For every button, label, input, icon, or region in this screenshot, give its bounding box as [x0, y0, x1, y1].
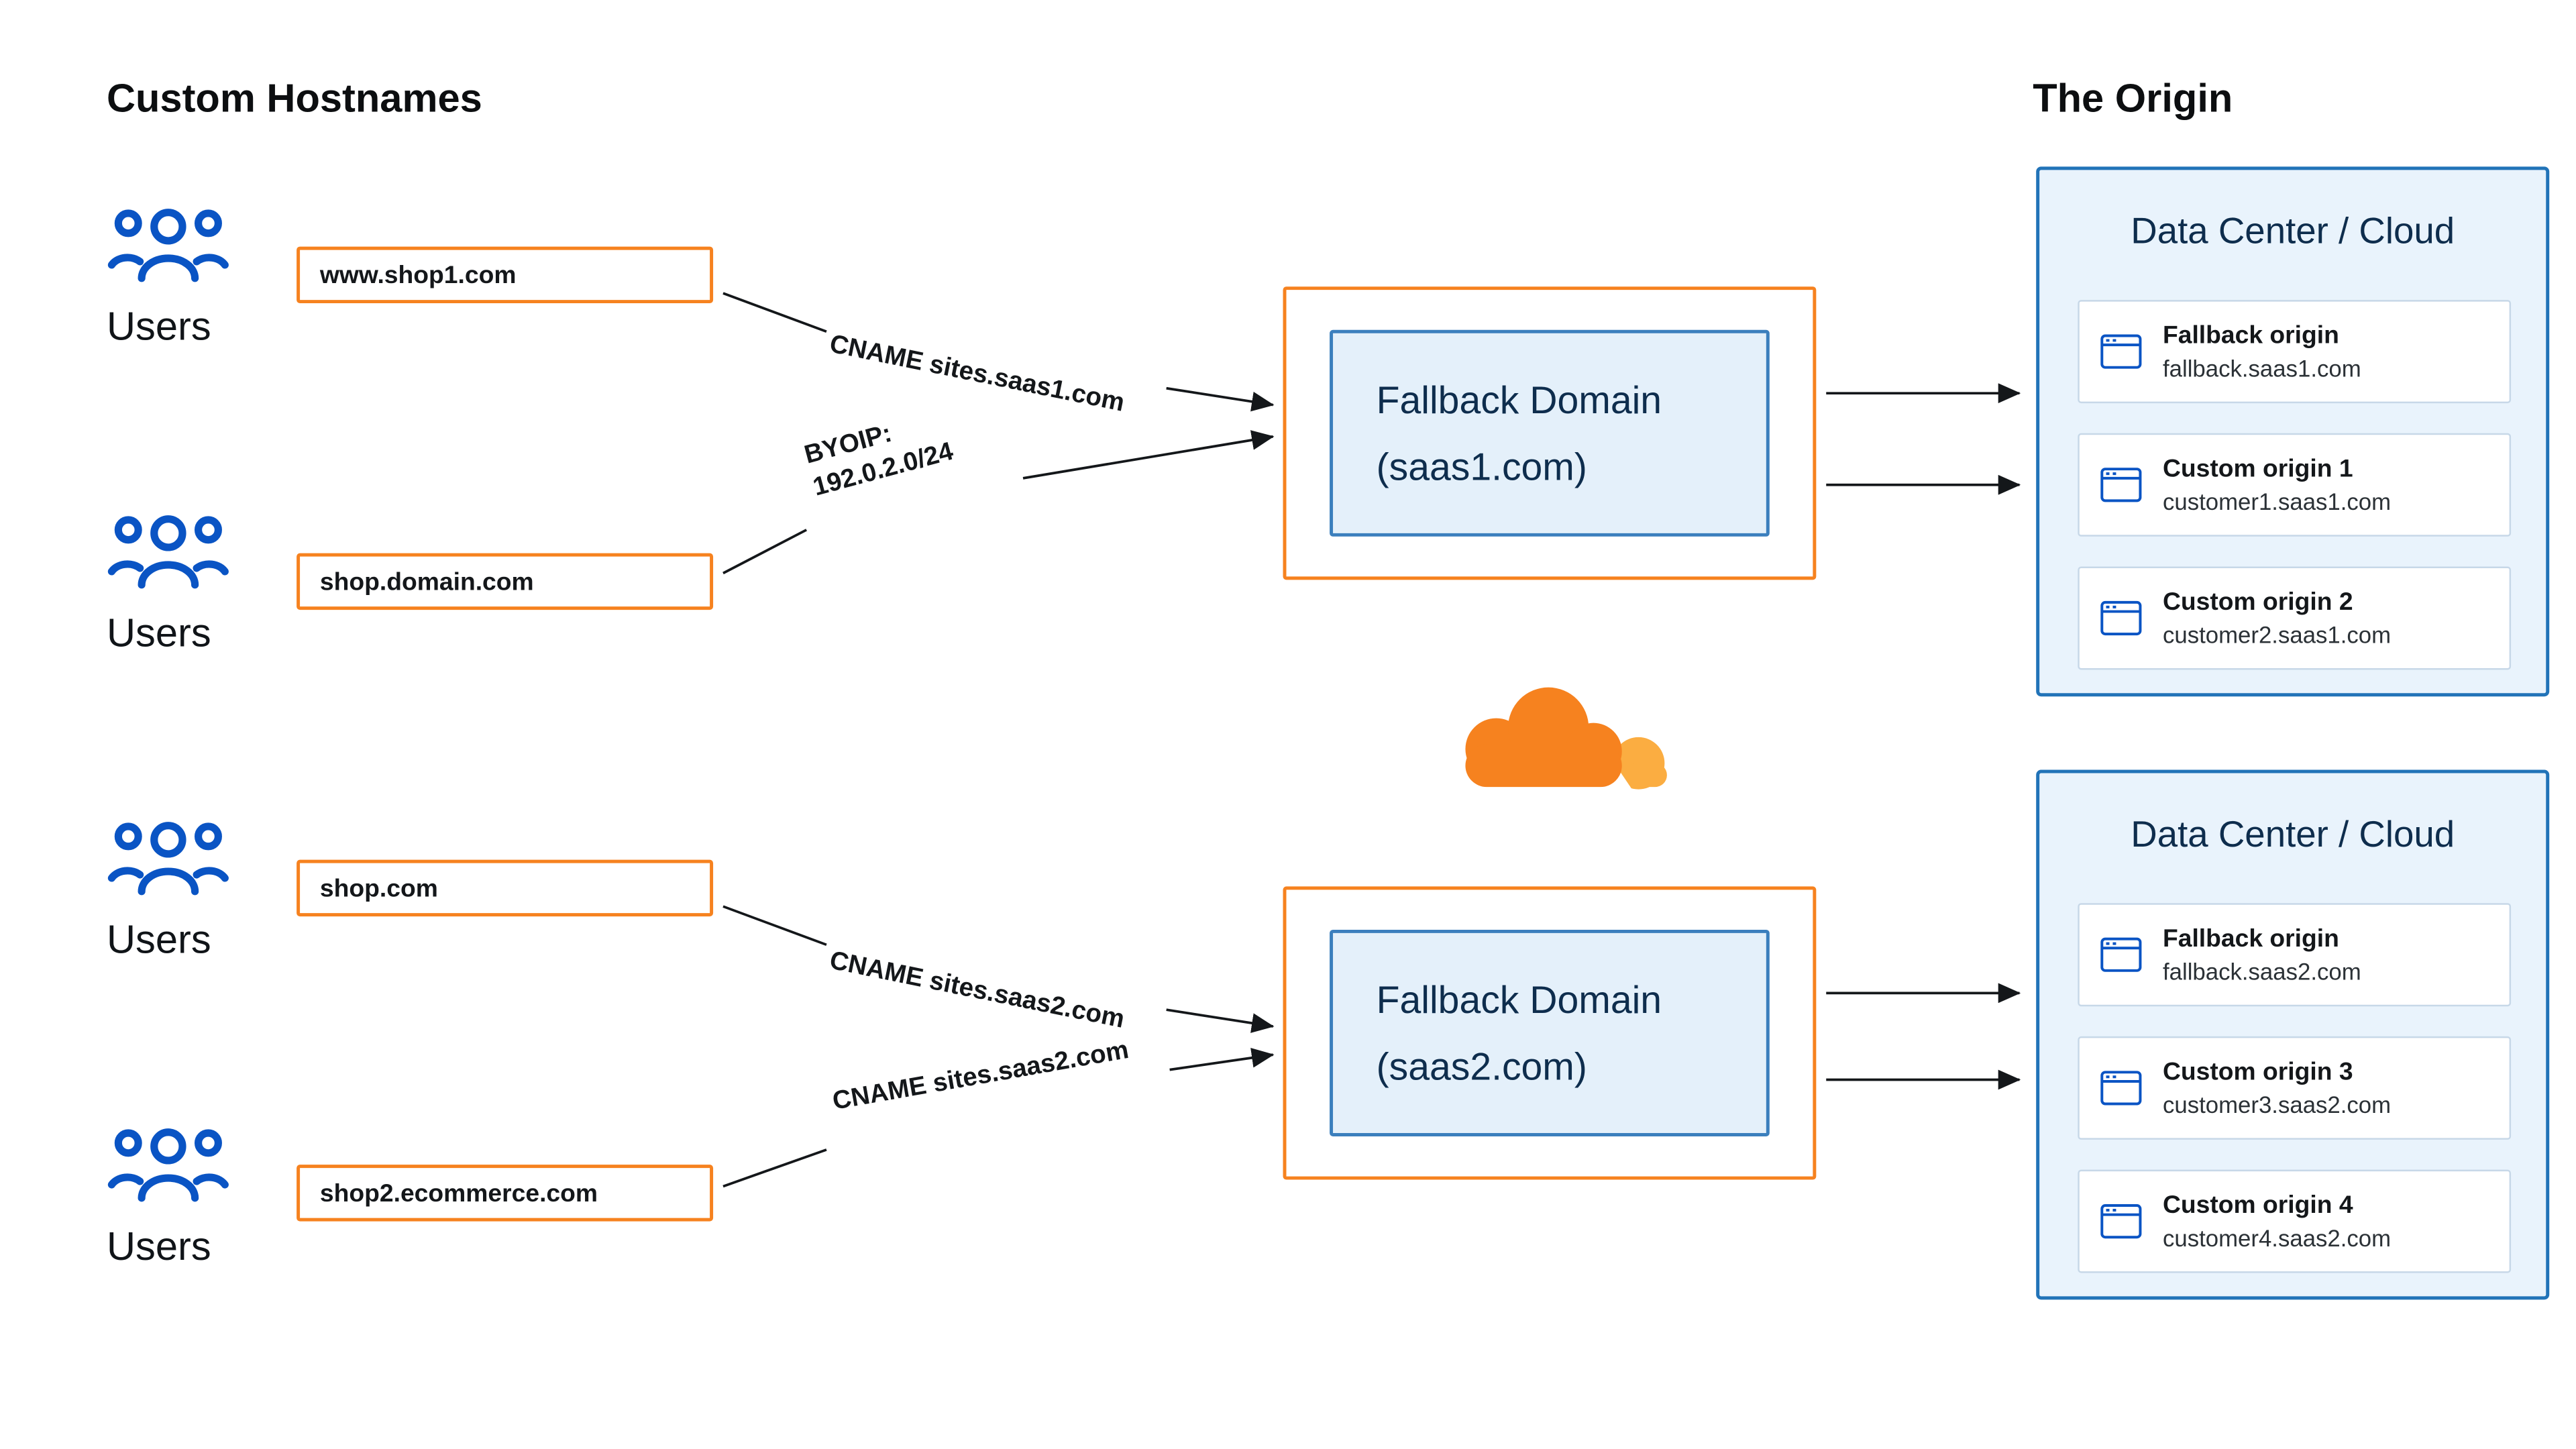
users-icon [107, 822, 229, 896]
fallback-domain-saas1-line2: (saas1.com) [1376, 445, 1587, 488]
data-center-2-title: Data Center / Cloud [2131, 813, 2455, 855]
origin-card-text: Custom origin 1 customer1.saas1.com [2163, 455, 2391, 515]
browser-window-icon [2100, 1204, 2142, 1239]
origin-name: Custom origin 3 [2162, 1058, 2353, 1087]
fallback-domain-saas1-inner: Fallback Domain (saas1.com) [1330, 329, 1770, 537]
arrow-label-to-fallback2-bottom [1169, 1048, 1275, 1071]
origin-card-custom-origin-3: Custom origin 3 customer3.saas2.com [2078, 1036, 2512, 1140]
the-origin-title: The Origin [2033, 76, 2233, 122]
arrow-shopcom-to-label [722, 905, 827, 947]
origin-card-custom-origin-2: Custom origin 2 customer2.saas1.com [2078, 566, 2512, 670]
data-center-1-title: Data Center / Cloud [2131, 209, 2455, 252]
origin-host: customer4.saas2.com [2162, 1224, 2392, 1252]
custom-hostnames-title: Custom Hostnames [106, 76, 482, 122]
fallback-domain-saas2-inner: Fallback Domain (saas2.com) [1330, 929, 1770, 1136]
origin-host: fallback.saas1.com [2162, 355, 2361, 382]
users-icon [107, 1128, 229, 1202]
arrow-label-to-fallback2-top [1166, 1008, 1275, 1033]
origin-card-text: Custom origin 2 customer2.saas1.com [2163, 588, 2391, 648]
origin-host: customer1.saas1.com [2162, 488, 2392, 515]
users-label: Users [106, 611, 211, 657]
origin-name: Custom origin 2 [2162, 588, 2353, 617]
hostname-box-shop2-ecommerce: shop2.ecommerce.com [297, 1165, 714, 1222]
fallback-domain-saas1-line1: Fallback Domain [1376, 378, 1662, 422]
users-icon [107, 209, 229, 282]
origin-host: customer3.saas2.com [2162, 1091, 2392, 1118]
origin-card-custom-origin-4: Custom origin 4 customer4.saas2.com [2078, 1169, 2512, 1273]
origin-card-text: Fallback origin fallback.saas1.com [2163, 321, 2361, 381]
arrow-shop2-to-label [722, 1148, 827, 1188]
origin-card-text: Custom origin 3 customer3.saas2.com [2163, 1058, 2391, 1118]
origin-name: Custom origin 4 [2162, 1191, 2353, 1220]
byoip-label: BYOIP: 192.0.2.0/24 [801, 404, 957, 505]
origin-name: Custom origin 1 [2162, 455, 2353, 484]
origin-host: fallback.saas2.com [2162, 958, 2361, 985]
users-group-2: Users [107, 510, 307, 658]
origin-host: customer2.saas1.com [2162, 621, 2392, 649]
hostname-box-shop-com: shop.com [297, 859, 714, 917]
browser-window-icon [2100, 334, 2142, 369]
arrow-label-to-fallback1-top [1166, 386, 1275, 412]
cname-saas2-top-label: CNAME sites.saas2.com [826, 947, 1127, 1034]
hostname-box-shop-domain: shop.domain.com [297, 553, 714, 610]
origin-card-text: Fallback origin fallback.saas2.com [2163, 925, 2361, 985]
users-icon [107, 515, 229, 589]
users-label: Users [106, 918, 211, 963]
arrow-label-to-fallback1-bottom [1022, 430, 1275, 480]
cname-saas1-label: CNAME sites.saas1.com [826, 330, 1127, 418]
browser-window-icon [2100, 468, 2142, 502]
cloudflare-logo-shapes [1465, 687, 1667, 797]
origin-name: Fallback origin [2162, 321, 2339, 350]
users-group-4: Users [107, 1123, 307, 1271]
users-label: Users [106, 305, 211, 350]
fallback-domain-saas2-line1: Fallback Domain [1376, 977, 1662, 1022]
browser-window-icon [2100, 937, 2142, 972]
arrow-shopdomain-to-label [722, 529, 808, 575]
users-group-3: Users [107, 816, 307, 965]
origin-name: Fallback origin [2162, 924, 2339, 953]
origin-card-fallback-saas2: Fallback origin fallback.saas2.com [2078, 903, 2512, 1007]
arrow-shop1-to-label [722, 292, 827, 333]
cloudflare-logo [1465, 687, 1667, 797]
fallback-domain-saas2-line2: (saas2.com) [1376, 1044, 1587, 1088]
fallback-domain-saas1-box: Fallback Domain (saas1.com) [1283, 286, 1817, 580]
cname-saas2-bottom-label: CNAME sites.saas2.com [830, 1036, 1131, 1116]
browser-window-icon [2100, 1071, 2142, 1106]
hostname-box-www-shop1: www.shop1.com [297, 246, 714, 304]
users-label: Users [106, 1224, 211, 1270]
origin-card-custom-origin-1: Custom origin 1 customer1.saas1.com [2078, 433, 2512, 537]
data-center-2: Data Center / Cloud Fallback origin fall… [2036, 769, 2550, 1300]
fallback-domain-saas2-box: Fallback Domain (saas2.com) [1283, 886, 1817, 1180]
browser-window-icon [2100, 600, 2142, 636]
origin-card-text: Custom origin 4 customer4.saas2.com [2163, 1191, 2391, 1251]
users-group-1: Users [107, 203, 307, 352]
origin-card-fallback-saas1: Fallback origin fallback.saas1.com [2078, 300, 2512, 404]
data-center-1: Data Center / Cloud Fallback origin fall… [2036, 166, 2550, 697]
